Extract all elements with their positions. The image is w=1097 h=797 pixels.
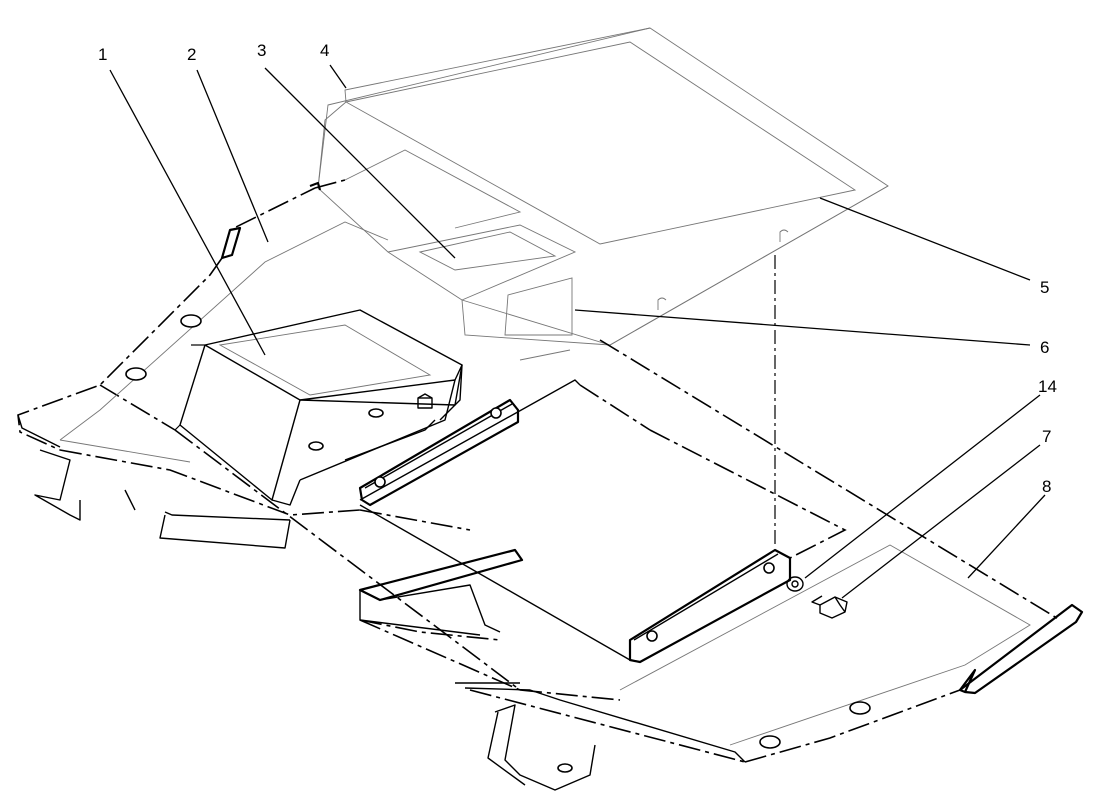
callout-3: 3 bbox=[257, 41, 266, 60]
callouts: 1 2 3 4 5 6 14 7 8 bbox=[98, 41, 1057, 496]
left-under-brackets bbox=[34, 449, 291, 549]
plate-hole bbox=[849, 701, 871, 715]
callout-7: 7 bbox=[1042, 427, 1051, 446]
plate-hole bbox=[180, 314, 202, 328]
leader-line-5 bbox=[819, 197, 1031, 281]
base-plate bbox=[17, 179, 1084, 763]
washer-14 bbox=[786, 576, 804, 592]
decal-6 bbox=[504, 277, 573, 336]
callout-2: 2 bbox=[187, 45, 196, 64]
leader-line-1 bbox=[109, 69, 266, 356]
callout-4: 4 bbox=[320, 41, 329, 60]
leader-line-7 bbox=[841, 444, 1041, 599]
leader-line-6 bbox=[574, 309, 1031, 346]
bolt-7 bbox=[811, 595, 848, 619]
center-opening bbox=[359, 379, 847, 661]
leader-line-14 bbox=[804, 394, 1041, 579]
callout-14: 14 bbox=[1038, 377, 1057, 396]
leader-lines bbox=[109, 64, 1046, 599]
hood-cover bbox=[317, 27, 889, 346]
plate-hole bbox=[759, 735, 781, 749]
slotted-bar-upper bbox=[358, 398, 520, 507]
slotted-bar-lower bbox=[628, 548, 792, 664]
leader-line-4 bbox=[329, 64, 347, 89]
leader-line-3 bbox=[264, 67, 456, 259]
front-under-bracket bbox=[487, 704, 596, 791]
leader-line-2 bbox=[196, 69, 269, 243]
leader-line-8 bbox=[967, 494, 1046, 579]
plate-hole bbox=[125, 367, 147, 381]
callout-1: 1 bbox=[98, 45, 107, 64]
hood-hooks bbox=[657, 229, 789, 545]
front-bracket bbox=[358, 548, 524, 641]
plate-holes bbox=[125, 314, 871, 749]
callout-5: 5 bbox=[1040, 278, 1049, 297]
callout-8: 8 bbox=[1042, 477, 1051, 496]
left-bracket bbox=[174, 309, 463, 506]
callout-6: 6 bbox=[1040, 338, 1049, 357]
